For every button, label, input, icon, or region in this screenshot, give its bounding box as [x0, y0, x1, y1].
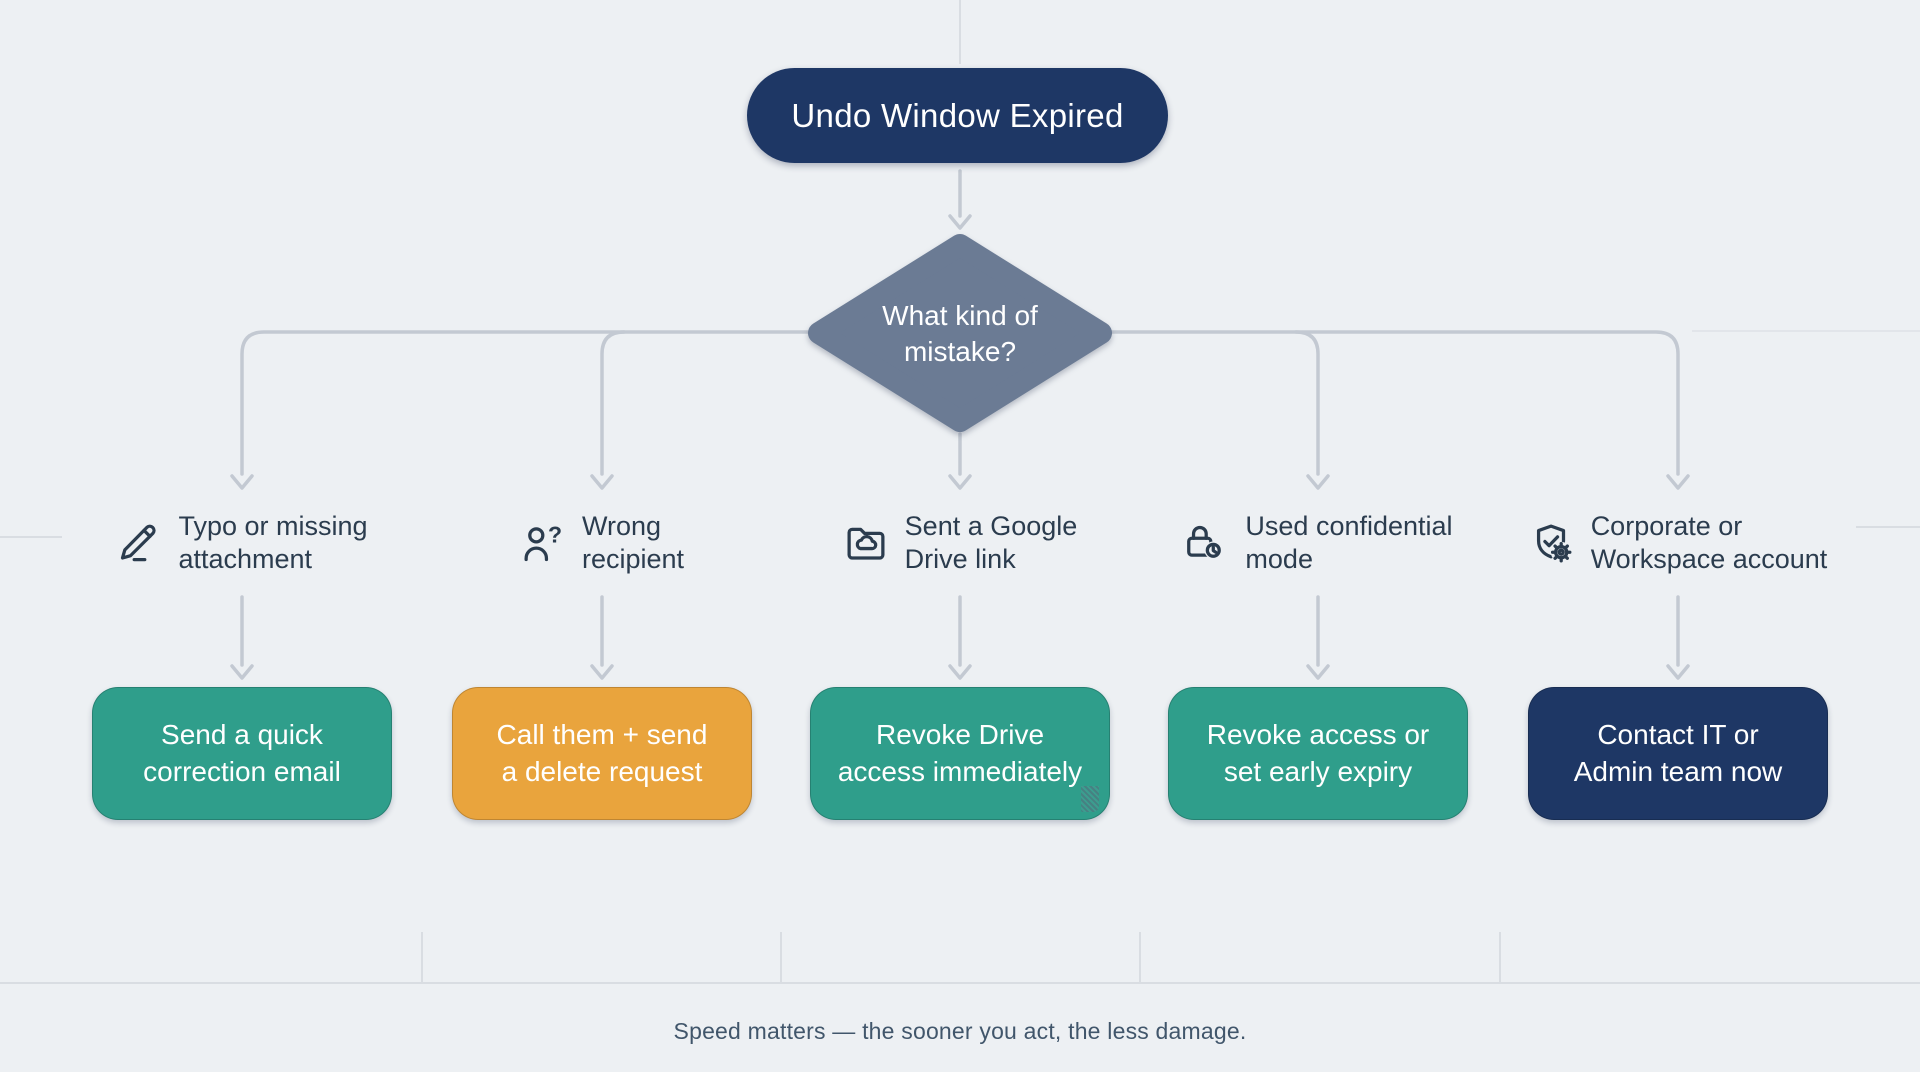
branch-label-line: attachment	[178, 544, 313, 574]
start-node-label: Undo Window Expired	[791, 96, 1124, 134]
pencil-line-icon	[121, 524, 157, 562]
rail-right	[1108, 330, 1680, 476]
branch-label-line: Typo or missing	[178, 511, 368, 542]
action-line: Admin team now	[1573, 755, 1783, 787]
action-line: access immediately	[837, 755, 1083, 787]
grid-rail-ghost-right	[1692, 330, 1920, 332]
arrowhead	[948, 214, 972, 230]
arrowhead	[230, 664, 254, 680]
rail-left	[240, 330, 812, 476]
branch-label-line: Corporate or	[1590, 511, 1743, 542]
arrowhead	[590, 664, 614, 680]
shield-gear-icon	[1536, 524, 1572, 563]
grid-hline-bottom	[0, 982, 1920, 984]
user-question-icon: ?	[524, 522, 562, 562]
arrowhead	[230, 474, 254, 490]
lock-clock-icon	[1187, 525, 1223, 560]
grid-tick-4	[1499, 932, 1501, 982]
folder-cloud-icon	[847, 527, 885, 560]
branch-label-line: Drive link	[904, 544, 1016, 574]
branch-drop-2	[600, 330, 626, 476]
branch-label-wrong-recipient: ? Wrong recipient	[422, 498, 782, 588]
action-line: a delete request	[501, 755, 703, 787]
branch-label-line: recipient	[581, 544, 685, 574]
arrowhead	[1666, 664, 1690, 680]
grid-tick-1	[421, 932, 423, 982]
decision-node-label: What kind of mistake?	[800, 290, 1120, 378]
grid-tick-3	[1139, 932, 1141, 982]
cursor-artifact	[1081, 786, 1099, 812]
start-node: Undo Window Expired	[747, 68, 1168, 163]
action-line: Call them + send	[496, 719, 708, 751]
grid-tick-2	[780, 932, 782, 982]
action-line: Revoke access or	[1206, 719, 1430, 751]
branch-label-line: Sent a Google	[904, 511, 1078, 542]
branch-label-line: Used confidential	[1245, 511, 1453, 542]
decision-line-1: What kind of	[882, 300, 1038, 332]
grid-centerline-top	[959, 0, 961, 64]
action-node-call-delete-request: Call them + send a delete request	[452, 687, 752, 820]
grid-dash-right	[1856, 526, 1920, 528]
action-node-revoke-drive-access: Revoke Drive access immediately	[810, 687, 1110, 820]
action-line: Revoke Drive	[875, 719, 1045, 751]
branch-drop-4	[1294, 330, 1320, 476]
branch-label-line: Wrong	[581, 511, 662, 542]
arrowhead	[948, 664, 972, 680]
action-node-correction-email: Send a quick correction email	[92, 687, 392, 820]
arrowhead	[948, 474, 972, 490]
grid-dash-left	[0, 536, 62, 538]
decision-line-2: mistake?	[903, 336, 1017, 367]
caption-text: Speed matters — the sooner you act, the …	[673, 1018, 1247, 1044]
action-line: Contact IT or	[1597, 719, 1759, 751]
question-mark-glyph: ?	[548, 522, 562, 548]
arrowhead	[1306, 664, 1330, 680]
arrowhead	[1666, 474, 1690, 490]
action-line: set early expiry	[1223, 755, 1413, 787]
action-line: correction email	[143, 755, 341, 787]
action-node-contact-it: Contact IT or Admin team now	[1528, 687, 1828, 820]
branch-label-corporate-account: Corporate or Workspace account	[1498, 498, 1858, 588]
branch-label-line: Workspace account	[1590, 544, 1828, 574]
connector-group	[230, 169, 1690, 680]
action-node-revoke-access-expiry: Revoke access or set early expiry	[1168, 687, 1468, 820]
branch-label-typo: Typo or missing attachment	[62, 498, 422, 588]
action-line: Send a quick	[161, 719, 323, 751]
branch-label-confidential-mode: Used confidential mode	[1138, 498, 1498, 588]
branch-label-drive-link: Sent a Google Drive link	[780, 498, 1140, 588]
arrowhead	[1306, 474, 1330, 490]
arrowhead	[590, 474, 614, 490]
branch-label-line: mode	[1245, 544, 1313, 574]
